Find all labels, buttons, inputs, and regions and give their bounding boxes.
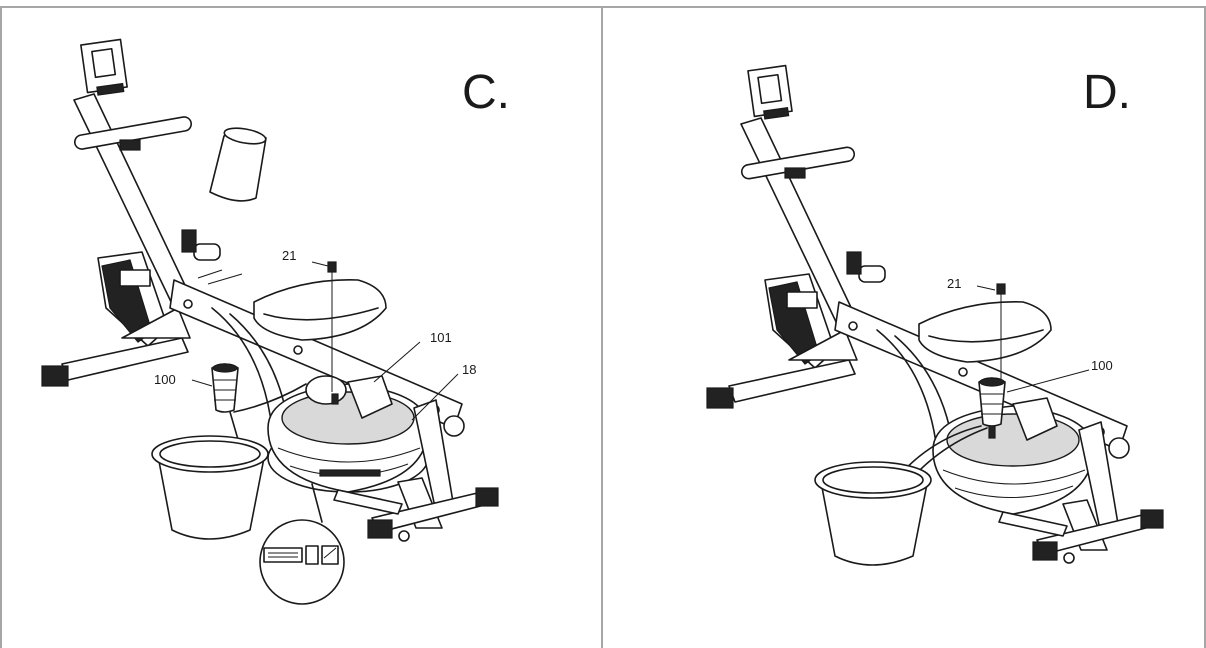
seat (253, 279, 387, 341)
leader-100 (191, 379, 213, 387)
hand-pump (211, 363, 307, 461)
rear-stabilizer (367, 487, 499, 542)
step-label: D. (1083, 66, 1131, 119)
front-stabilizer (706, 329, 858, 409)
bracket (347, 375, 393, 419)
handle-bar (740, 146, 856, 180)
water-tank (267, 383, 429, 493)
panel-step-c: C. 21 101 18 100 (0, 6, 601, 648)
tank-opening (305, 375, 347, 405)
monitor-console (80, 38, 128, 96)
handle-bar (73, 116, 193, 151)
label-magnifier (259, 483, 345, 605)
callout-101: 101 (430, 330, 452, 345)
footrest (97, 251, 169, 347)
rear-stabilizer (1032, 509, 1164, 564)
callout-18: 18 (462, 362, 476, 377)
panel-step-d: D. 21 100 (601, 6, 1206, 648)
leader-18 (411, 373, 459, 421)
monitor-console (747, 64, 793, 120)
callout-100: 100 (154, 372, 176, 387)
water-tank (932, 405, 1094, 515)
bracket (1012, 397, 1058, 441)
callout-21: 21 (282, 248, 296, 263)
callout-21: 21 (947, 276, 961, 291)
bucket (151, 435, 269, 540)
front-stabilizer (41, 307, 191, 387)
seat (918, 301, 1052, 363)
part-21-valve (976, 283, 1006, 380)
part-21-valve (311, 261, 337, 392)
callout-100: 100 (1091, 358, 1113, 373)
rowing-machine-drawing-d: D. 21 100 (706, 64, 1164, 566)
step-label: C. (462, 66, 510, 119)
rowing-machine-drawing-c: C. 21 101 18 100 (41, 38, 510, 605)
leader-100 (1006, 369, 1090, 393)
bucket (814, 461, 932, 566)
leader-101 (373, 341, 421, 383)
